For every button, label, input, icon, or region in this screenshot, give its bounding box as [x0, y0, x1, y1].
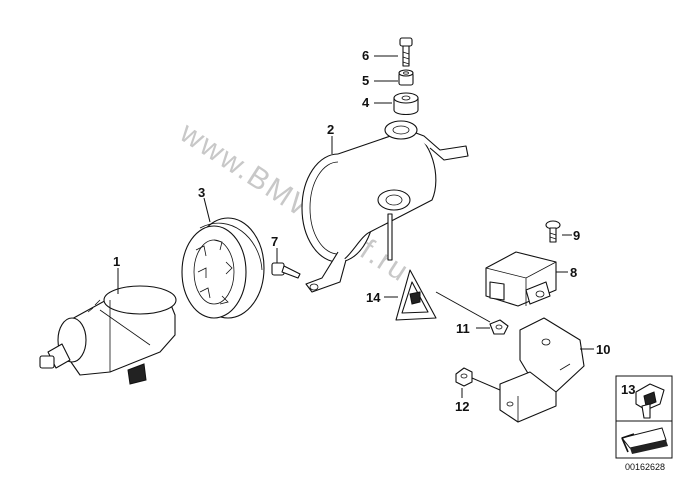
nut-12-part[interactable]	[455, 367, 473, 387]
screw-9-part[interactable]	[545, 220, 561, 243]
mounting-bracket-10-part[interactable]	[499, 317, 585, 423]
callout-2: 2	[327, 122, 334, 137]
rubber-mount-4-part[interactable]	[393, 92, 419, 116]
callout-10: 10	[596, 342, 610, 357]
callout-11: 11	[456, 321, 470, 336]
legend-box: 13	[615, 375, 673, 459]
callout-9: 9	[573, 228, 580, 243]
ring-gear-part[interactable]	[181, 217, 265, 319]
housing-bracket-part[interactable]	[301, 120, 469, 293]
bolt-6-part[interactable]	[399, 37, 413, 67]
arrow-icon	[621, 427, 668, 454]
control-module-8-part[interactable]	[485, 251, 557, 307]
callout-5: 5	[362, 73, 369, 88]
callout-14: 14	[366, 290, 381, 305]
screw-7-part[interactable]	[271, 262, 301, 279]
nut-11-part[interactable]	[489, 319, 509, 335]
electric-motor-part[interactable]	[39, 285, 177, 385]
callout-12: 12	[455, 399, 469, 414]
callout-4: 4	[362, 95, 370, 110]
clip-13-part[interactable]	[635, 383, 665, 419]
warning-label-14-part[interactable]	[395, 269, 437, 321]
callout-1: 1	[113, 254, 120, 269]
callout-8: 8	[570, 265, 577, 280]
callout-7: 7	[271, 234, 278, 249]
callout-13: 13	[621, 382, 635, 397]
callout-3: 3	[198, 185, 205, 200]
callout-6: 6	[362, 48, 369, 63]
sleeve-5-part[interactable]	[398, 69, 414, 86]
reference-number: 00162628	[625, 462, 665, 472]
